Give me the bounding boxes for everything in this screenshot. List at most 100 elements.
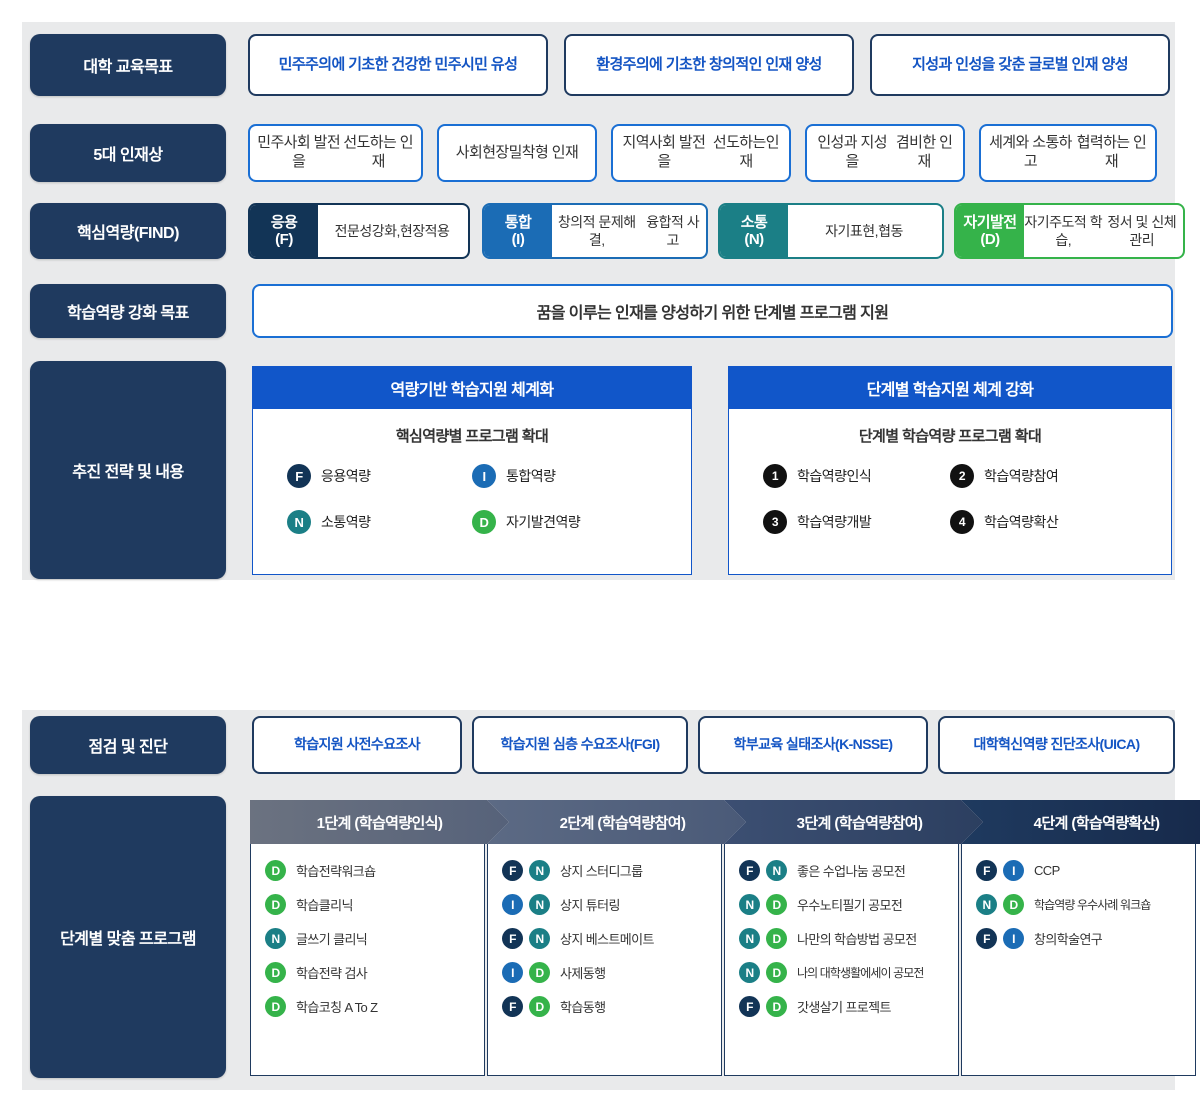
diagnosis-item-3[interactable]: 학부교육 실태조사(K-NSSE) [698, 716, 928, 774]
badge-d-icon: D [766, 996, 787, 1017]
badge-n-icon: N [529, 928, 550, 949]
stage-header-label: 4단계 (학습역량확산) [1033, 814, 1160, 832]
badge-n-icon: N [287, 510, 311, 534]
program-item-label: 상지 스터디그룹 [560, 864, 643, 879]
background-bottom-band [0, 1090, 1200, 1120]
core-competency-name: 응용 [270, 213, 298, 231]
program-item-label: 학습동행 [560, 1000, 606, 1015]
core-competency-desc: 창의적 문제해결,융합적 사고 [552, 205, 706, 257]
row-label-talent-types: 5대 인재상 [30, 124, 226, 182]
core-competency-F[interactable]: 응용(F)전문성강화,현장적용 [248, 203, 470, 259]
stage-header-label: 3단계 (학습역량참여) [796, 814, 923, 832]
education-goal-item-1[interactable]: 민주주의에 기초한 건강한 민주시민 유성 [248, 34, 548, 96]
row-label-learning-goal: 학습역량 강화 목표 [30, 284, 226, 338]
badge-f-icon: F [976, 860, 997, 881]
badge-n-icon: N [739, 894, 760, 915]
diagnosis-item-4[interactable]: 대학혁신역량 진단조사(UICA) [938, 716, 1175, 774]
strategy-card-subtitle: 단계별 학습역량 프로그램 확대 [858, 428, 1042, 445]
core-competency-key: 통합(I) [484, 205, 552, 257]
row-label-core-competency: 핵심역량(FIND) [30, 203, 226, 259]
stage-header-1: 1단계 (학습역량인식) [250, 800, 509, 844]
stage-header-label: 1단계 (학습역량인식) [316, 814, 443, 832]
program-item-label: 갓생살기 프로젝트 [797, 1000, 892, 1015]
diagnosis-item-1[interactable]: 학습지원 사전수요조사 [252, 716, 462, 774]
strategy-card-title: 단계별 학습지원 체계 강화 [729, 367, 1171, 409]
diagnosis-item-2[interactable]: 학습지원 심층 수요조사(FGI) [472, 716, 688, 774]
badge-4-icon: 4 [950, 510, 974, 534]
badge-n-icon: N [739, 928, 760, 949]
core-competency-I[interactable]: 통합(I)창의적 문제해결,융합적 사고 [482, 203, 708, 259]
program-item-label: 상지 베스트메이트 [560, 932, 655, 947]
program-item-label: 우수노티필기 공모전 [797, 898, 903, 913]
badge-n-icon: N [529, 894, 550, 915]
core-competency-code: (F) [275, 231, 293, 248]
badge-2-icon: 2 [950, 464, 974, 488]
program-item-label: 나의 대학생활에세이 공모전 [797, 966, 924, 980]
strategy-card-subtitle: 핵심역량별 프로그램 확대 [395, 428, 549, 445]
badge-d-icon: D [265, 860, 286, 881]
core-competency-N[interactable]: 소통(N)자기표현,협동 [718, 203, 944, 259]
core-competency-desc: 자기주도적 학습,정서 및 신체관리 [1024, 205, 1183, 257]
program-item[interactable]: D 학습전략워크숍 [251, 860, 484, 881]
core-competency-name: 통합 [504, 213, 532, 231]
badge-d-icon: D [529, 996, 550, 1017]
badge-d-icon: D [529, 962, 550, 983]
badge-f-icon: F [502, 996, 523, 1017]
strategy-item-label: 학습역량개발 [797, 514, 872, 530]
strategy-item-label: 소통역량 [321, 514, 371, 530]
program-item-label: 글쓰기 클리닉 [296, 932, 368, 947]
program-item-label: 학습클리닉 [296, 898, 353, 913]
badge-d-icon: D [766, 894, 787, 915]
badge-d-icon: D [472, 510, 496, 534]
core-competency-code: (N) [744, 231, 764, 248]
program-item-label: 학습전략워크숍 [296, 864, 376, 879]
program-item-label: 나만의 학습방법 공모전 [797, 932, 917, 947]
strategy-item-label: 학습역량인식 [797, 468, 872, 484]
core-competency-name: 자기발전 [963, 213, 1017, 231]
core-competency-D[interactable]: 자기발전(D) 자기주도적 학습,정서 및 신체관리 [954, 203, 1185, 259]
strategy-item: N 소통역량 [287, 510, 472, 534]
program-item-label: 학습역량 우수사례 워크숍 [1034, 898, 1151, 912]
strategy-item-label: 응용역량 [321, 468, 371, 484]
badge-f-icon: F [739, 996, 760, 1017]
row-label-education-goals: 대학 교육목표 [30, 34, 226, 96]
badge-n-icon: N [529, 860, 550, 881]
strategy-card-title: 역량기반 학습지원 체계화 [253, 367, 691, 409]
core-competency-code: (D) [980, 231, 1000, 248]
education-goal-item-2[interactable]: 환경주의에 기초한 창의적인 인재 양성 [564, 34, 854, 96]
education-goal-item-3[interactable]: 지성과 인성을 갖춘 글로벌 인재 양성 [870, 34, 1170, 96]
